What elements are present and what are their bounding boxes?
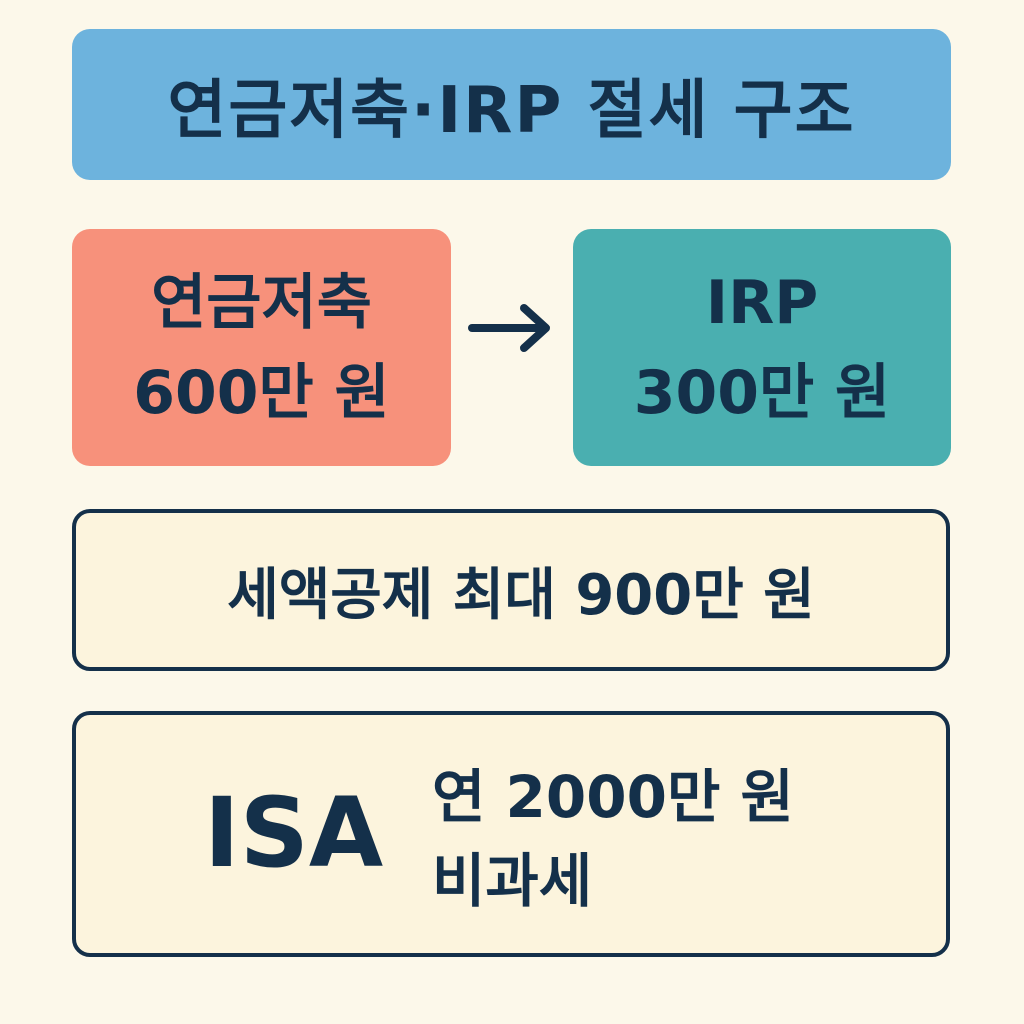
title-banner: 연금저축·IRP 절세 구조 <box>72 29 951 180</box>
pension-savings-card: 연금저축 600만 원 <box>72 229 451 466</box>
tax-deduction-box: 세액공제 최대 900만 원 <box>72 509 950 671</box>
isa-box: ISA 연 2000만 원 비과세 <box>72 711 950 957</box>
page-title: 연금저축·IRP 절세 구조 <box>167 73 856 148</box>
pension-savings-label: 연금저축 <box>151 267 372 338</box>
irp-amount: 300만 원 <box>633 357 891 428</box>
irp-label: IRP <box>705 267 819 338</box>
isa-annual-limit: 연 2000만 원 <box>432 763 794 831</box>
isa-label: ISA <box>204 777 384 889</box>
isa-detail: 연 2000만 원 비과세 <box>432 755 794 923</box>
arrow-right-icon <box>468 304 550 352</box>
pension-savings-amount: 600만 원 <box>133 357 390 428</box>
isa-tax-free: 비과세 <box>432 847 593 915</box>
irp-card: IRP 300만 원 <box>573 229 951 466</box>
tax-deduction-text: 세액공제 최대 900만 원 <box>227 562 815 628</box>
